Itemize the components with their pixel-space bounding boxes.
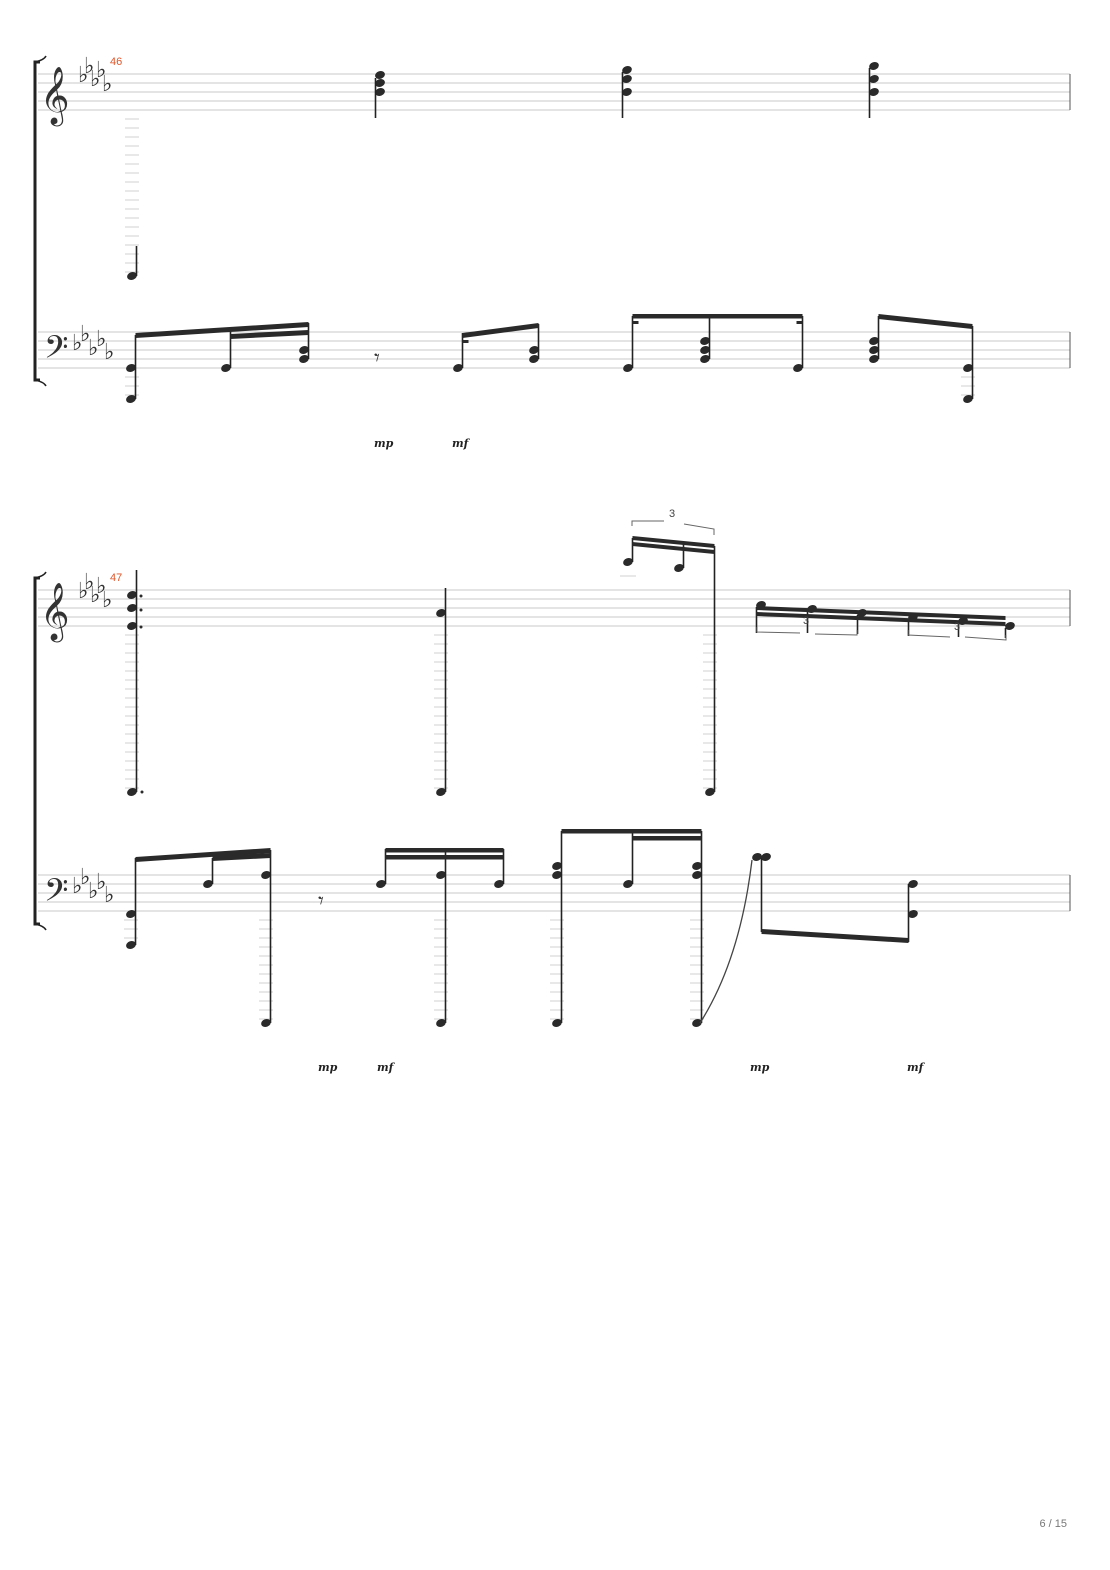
slide-line — [699, 859, 753, 1024]
key-signature-treble-2: ♭ ♭ ♭ ♭ ♭ — [78, 570, 112, 613]
ledger-lines — [125, 634, 717, 789]
notehead — [622, 66, 632, 74]
dynamic-marking: mp — [374, 437, 394, 450]
svg-text:♭: ♭ — [72, 331, 82, 356]
svg-text:♭: ♭ — [96, 327, 106, 352]
treble-notes-47: 3 3 3 — [125, 508, 1015, 796]
ledger-lines — [125, 118, 139, 273]
tuplet-number: 3 — [669, 508, 675, 520]
system-2: 𝄞 ♭ ♭ ♭ ♭ ♭ 47 — [33, 508, 1071, 1074]
measure-number: 46 — [110, 56, 122, 68]
treble-staff-2 — [38, 589, 1071, 627]
svg-text:♭: ♭ — [96, 870, 106, 895]
svg-text:♭: ♭ — [96, 58, 106, 83]
svg-text:♭: ♭ — [72, 874, 82, 899]
svg-text:♭: ♭ — [78, 579, 88, 604]
treble-clef-icon: 𝄞 — [40, 582, 70, 643]
measure-number: 47 — [110, 572, 122, 584]
svg-text:♭: ♭ — [90, 583, 100, 608]
svg-text:♭: ♭ — [80, 865, 90, 890]
dynamic-marking: mf — [452, 437, 471, 450]
notehead — [375, 71, 385, 79]
bass-notes-46: 𝄾 — [125, 314, 975, 403]
svg-text:♭: ♭ — [88, 336, 98, 361]
key-signature-bass-1: ♭ ♭ ♭ ♭ ♭ — [72, 322, 114, 365]
treble-staff-1 — [38, 73, 1071, 111]
treble-notes-46 — [125, 62, 879, 280]
svg-text:♭: ♭ — [84, 54, 94, 79]
eighth-rest-icon: 𝄾 — [318, 889, 324, 914]
tuplet-number: 3 — [954, 621, 960, 633]
svg-text:♭: ♭ — [90, 67, 100, 92]
svg-text:♭: ♭ — [104, 340, 114, 365]
dynamic-marking: mf — [377, 1061, 396, 1074]
svg-text:♭: ♭ — [96, 574, 106, 599]
system-1: 𝄞 ♭ ♭ ♭ ♭ ♭ 46 — [33, 54, 1071, 450]
dynamics-2: mp mf mp mf — [318, 1061, 926, 1074]
notehead — [869, 62, 879, 70]
dynamic-marking: mf — [907, 1061, 926, 1074]
bass-clef-icon: 𝄢 — [44, 872, 68, 916]
bass-clef-icon: 𝄢 — [44, 329, 68, 373]
dynamic-marking: mp — [750, 1061, 770, 1074]
tuplet-number: 3 — [803, 615, 809, 627]
bass-staff-1 — [38, 331, 1071, 369]
dynamics-1: mp mf — [374, 437, 471, 450]
svg-text:♭: ♭ — [102, 72, 112, 97]
bass-notes-47: 𝄾 — [124, 829, 918, 1027]
key-signature-treble-1: ♭ ♭ ♭ ♭ ♭ — [78, 54, 112, 97]
key-signature-bass-2: ♭ ♭ ♭ ♭ ♭ — [72, 865, 114, 908]
svg-text:♭: ♭ — [80, 322, 90, 347]
eighth-rest-icon: 𝄾 — [374, 346, 380, 371]
treble-clef-icon: 𝄞 — [40, 66, 70, 127]
svg-text:♭: ♭ — [78, 63, 88, 88]
dynamic-marking: mp — [318, 1061, 338, 1074]
bass-staff-2 — [38, 874, 1071, 912]
svg-text:♭: ♭ — [104, 883, 114, 908]
svg-text:♭: ♭ — [102, 588, 112, 613]
svg-text:♭: ♭ — [88, 879, 98, 904]
notehead — [127, 272, 137, 280]
page-number: 6 / 15 — [1039, 1518, 1067, 1530]
svg-text:♭: ♭ — [84, 570, 94, 595]
